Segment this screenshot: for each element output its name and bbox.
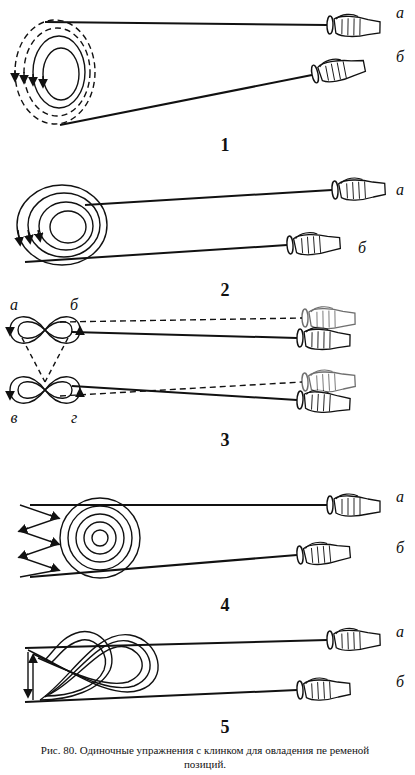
figure-caption: Рис. 80. Одиночные упражнения с клинком …: [40, 744, 370, 772]
position-letter: б: [396, 49, 404, 65]
position-letter: а: [396, 624, 404, 640]
position-letter: а: [396, 489, 404, 505]
position-letter: б: [70, 297, 78, 313]
figure-number: 4: [221, 596, 230, 614]
position-letter: а: [396, 182, 404, 198]
position-letter: а: [396, 5, 404, 21]
position-letter: б: [396, 674, 404, 690]
position-letter: а: [10, 297, 18, 313]
figure-number: 2: [221, 281, 230, 299]
position-letter: б: [358, 240, 366, 256]
position-letter: г: [71, 410, 77, 426]
position-letter: б: [396, 540, 404, 556]
figure-number: 1: [221, 136, 230, 154]
figure-number: 5: [221, 718, 230, 736]
position-letter: в: [11, 410, 18, 426]
figure-number: 3: [221, 431, 230, 449]
